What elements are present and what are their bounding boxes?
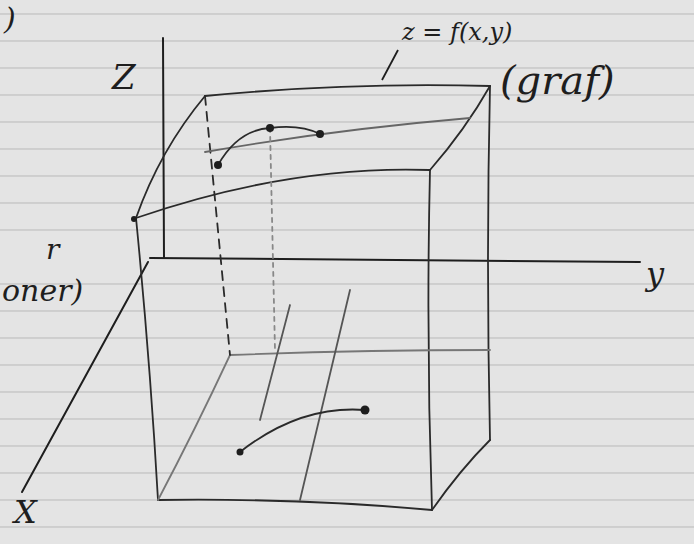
text-fragment: oner) — [2, 276, 83, 306]
top-right-edge — [430, 86, 490, 170]
surface-path — [270, 127, 320, 134]
bracket-fragment: ) — [4, 4, 16, 34]
text-fragment: r — [46, 236, 59, 264]
points — [131, 124, 370, 456]
projection-line — [270, 128, 275, 350]
domain-path — [240, 410, 365, 452]
y-axis — [150, 258, 640, 262]
leader-line — [382, 50, 398, 80]
bottom-front-edge — [158, 500, 432, 510]
bottom-left-edge — [158, 355, 230, 500]
function-label: z = f(x,y) — [402, 20, 512, 44]
axis-label: X — [14, 496, 37, 528]
notebook-lines — [0, 14, 694, 527]
graph-label: (graf) — [500, 60, 615, 100]
surface-path — [218, 128, 270, 165]
z-axis — [163, 38, 164, 258]
domain-back-edge — [230, 350, 490, 355]
top-front-edge — [136, 170, 430, 218]
front-right-edge — [428, 170, 432, 510]
top-back-edge — [205, 85, 490, 96]
back-right-edge — [488, 86, 490, 440]
hidden-edge — [205, 96, 230, 355]
bottom-right-edge — [432, 440, 490, 510]
axis-label: y — [646, 258, 664, 290]
domain-line — [260, 305, 290, 420]
axis-label: Z — [112, 60, 136, 94]
axes — [22, 38, 640, 492]
domain-line — [300, 290, 350, 500]
front-left-edge — [136, 218, 158, 500]
solid-box — [136, 85, 490, 510]
